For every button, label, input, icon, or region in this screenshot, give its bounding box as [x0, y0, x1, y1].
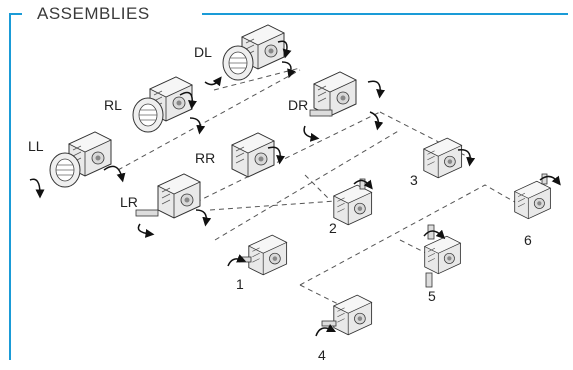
- page-title: ASSEMBLIES: [33, 4, 154, 24]
- mount-label-dr: DR: [288, 97, 309, 113]
- rotation-arrow-icon: [267, 146, 286, 165]
- mount-label-lr: LR: [120, 194, 138, 210]
- assembly-dl: [222, 24, 285, 81]
- rotation-arrow-icon: [103, 165, 126, 183]
- rotation-arrow-icon: [195, 209, 212, 227]
- rotation-arrow-icon: [423, 229, 446, 240]
- mount-label-ll: LL: [28, 138, 44, 154]
- assembly-dr: [309, 71, 357, 117]
- rotation-arrow-icon: [189, 117, 206, 135]
- assembly-rl: [132, 76, 193, 133]
- rotation-arrow-icon: [137, 223, 155, 238]
- rotation-arrow-icon: [353, 179, 373, 190]
- position-3-unit: [423, 137, 463, 179]
- rotation-arrow-icon: [179, 91, 197, 110]
- mount-label-dl: DL: [194, 44, 212, 60]
- position-2-unit: [333, 178, 373, 226]
- position-label-6: 6: [524, 232, 532, 248]
- rotation-arrow-icon: [457, 149, 476, 167]
- assembly-ll: [49, 131, 112, 188]
- position-5-unit: [424, 224, 461, 288]
- rotation-arrow-icon: [539, 175, 561, 186]
- rotation-arrow-icon: [277, 40, 292, 59]
- position-1-unit: [238, 234, 288, 276]
- mount-label-rr: RR: [195, 150, 216, 166]
- rotation-arrow-icon: [303, 125, 320, 142]
- assembly-lr: [135, 173, 201, 219]
- position-label-2: 2: [329, 220, 337, 236]
- frame-border: [9, 13, 568, 360]
- position-label-4: 4: [318, 347, 326, 363]
- position-label-1: 1: [236, 276, 244, 292]
- position-label-5: 5: [428, 288, 436, 304]
- position-label-3: 3: [410, 172, 418, 188]
- rotation-arrow-icon: [227, 254, 247, 267]
- rotation-arrow-icon: [367, 80, 386, 99]
- rotation-arrow-icon: [204, 76, 222, 87]
- rotation-arrow-icon: [281, 61, 296, 79]
- assembly-rr: [231, 132, 275, 178]
- rotation-arrow-icon: [369, 111, 384, 131]
- rotation-arrow-icon: [29, 178, 45, 199]
- position-6-unit: [514, 173, 551, 220]
- rotation-arrow-icon: [315, 323, 337, 337]
- mount-label-rl: RL: [104, 97, 122, 113]
